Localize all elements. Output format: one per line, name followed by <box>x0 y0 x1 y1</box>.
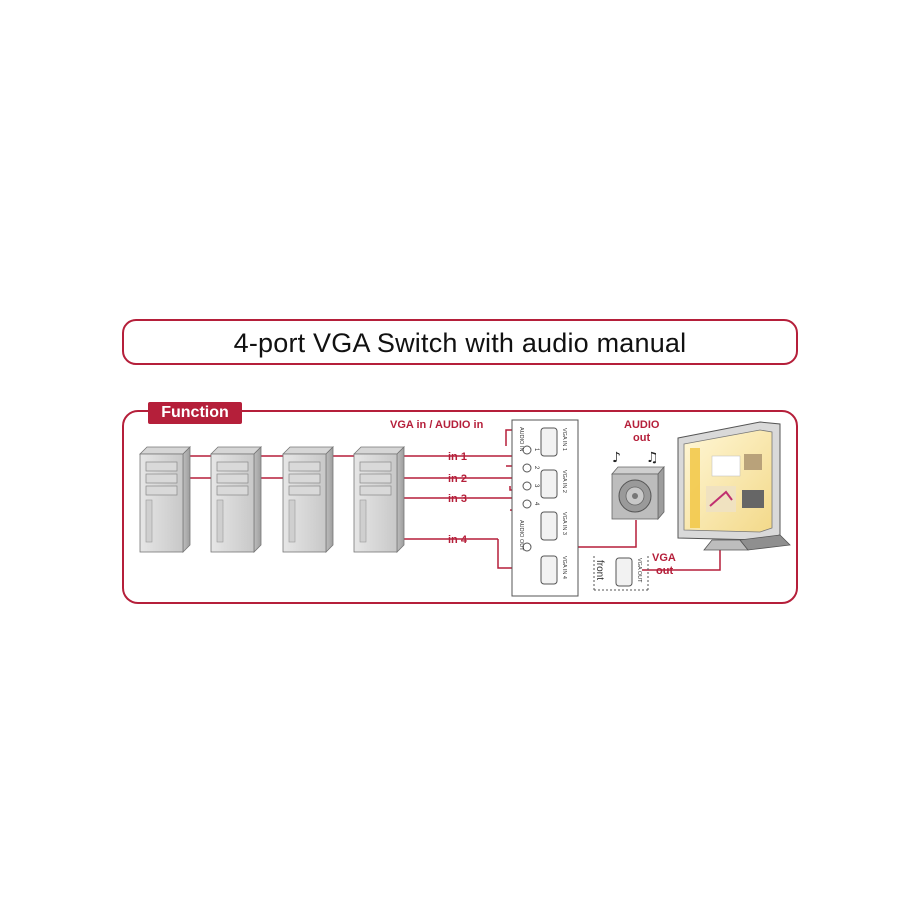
audio-jack-2 <box>522 463 532 473</box>
audio-jacks <box>522 445 532 552</box>
vga-in-4-label: VGA IN 4 <box>561 556 567 579</box>
vga-in-1-label: VGA IN 1 <box>561 428 567 451</box>
cable-vga-out <box>642 548 721 571</box>
audio-in-port-label: AUDIO IN <box>518 427 524 451</box>
svg-text:♪: ♪ <box>612 450 621 466</box>
vga-in-4-connector <box>540 555 558 585</box>
function-tab: Function <box>148 402 242 424</box>
computer-tower-2 <box>210 446 262 553</box>
in3-label: in 3 <box>448 493 467 505</box>
in2-label: in 2 <box>448 473 467 485</box>
switch-front-panel: front VGA OUT <box>593 556 649 591</box>
in4-label: in 4 <box>448 534 468 546</box>
computer-tower-1 <box>139 446 191 553</box>
svg-text:♫: ♫ <box>646 450 659 466</box>
audio-jack-1 <box>522 445 532 455</box>
computer-tower-4 <box>353 446 405 553</box>
computer-towers <box>139 446 405 553</box>
audio-out-label-2: out <box>633 432 650 444</box>
monitor-icon <box>677 421 791 551</box>
title-box: 4-port VGA Switch with audio manual <box>122 319 798 365</box>
speaker-icon <box>611 465 665 521</box>
audio-jack-3 <box>522 481 532 491</box>
music-notes-icon: ♪ ♫ <box>612 450 659 466</box>
vga-in-3-label: VGA IN 3 <box>561 512 567 535</box>
front-label: front <box>594 560 605 580</box>
computer-tower-3 <box>282 446 334 553</box>
vga-out-port-label: VGA OUT <box>636 558 642 583</box>
vga-connectors <box>540 427 558 585</box>
audio-jack-4 <box>522 499 532 509</box>
vga-out-connector <box>615 557 633 587</box>
vga-in-2-connector <box>540 469 558 499</box>
audio-out-port-label: AUDIO OUT <box>518 520 524 551</box>
page-title: 4-port VGA Switch with audio manual <box>233 328 687 358</box>
jack-number-2: 2 <box>533 466 539 470</box>
jack-number-4: 4 <box>533 502 539 506</box>
in1-label: in 1 <box>448 451 467 463</box>
audio-out-label-1: AUDIO <box>624 419 660 431</box>
audio-out-jack <box>522 542 532 552</box>
vga-out-label-2: out <box>656 565 673 577</box>
jack-number-3: 3 <box>533 484 539 488</box>
switch-rear-panel: AUDIO IN AUDIO OUT 1 2 3 4 VGA IN 1 VGA … <box>511 419 579 597</box>
vga-in-2-label: VGA IN 2 <box>561 470 567 493</box>
vga-audio-in-label: VGA in / AUDIO in <box>390 419 484 431</box>
vga-out-label-1: VGA <box>652 552 676 564</box>
vga-in-3-connector <box>540 511 558 541</box>
vga-in-1-connector <box>540 427 558 457</box>
jack-number-1: 1 <box>533 448 539 452</box>
